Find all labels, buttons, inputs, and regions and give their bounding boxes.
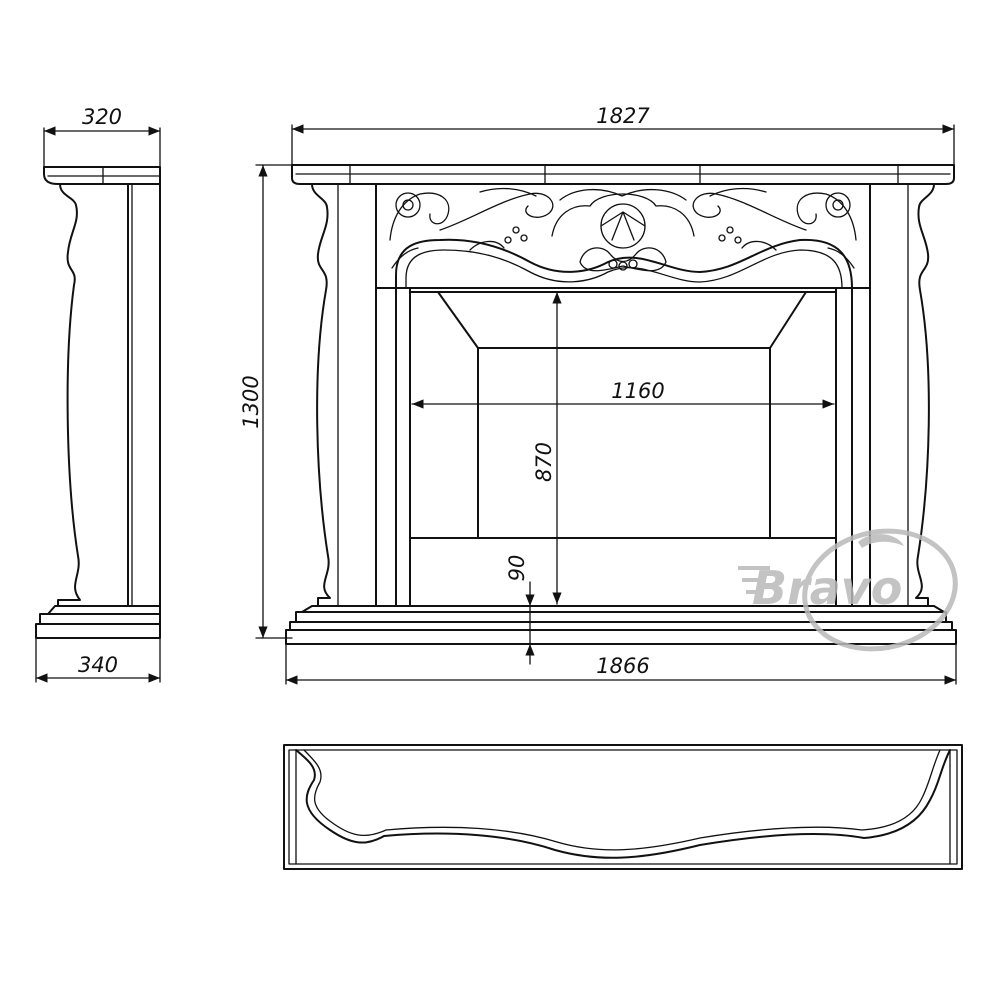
dimension-label-1160: 1160 (611, 379, 664, 403)
dimension-label-870: 870 (532, 442, 556, 482)
dimension-label-90: 90 (505, 555, 529, 582)
side-mantel-shelf (43, 166, 161, 185)
dimension-opening-width: 1160 (411, 379, 835, 409)
right-column (869, 183, 935, 607)
front-view (285, 164, 957, 645)
side-view (35, 166, 161, 639)
carved-frieze-panel (375, 183, 871, 289)
dimension-label-340: 340 (78, 653, 118, 677)
top-view (283, 744, 963, 870)
dimension-label-320: 320 (82, 105, 122, 129)
dimension-front-base: 1866 (285, 643, 957, 685)
dimension-overall-height: 1300 (239, 164, 293, 639)
ornament-carving (389, 187, 857, 272)
dimension-label-1827: 1827 (596, 104, 650, 128)
dimension-opening-height: 870 (532, 291, 562, 605)
dimension-label-1866: 1866 (596, 654, 649, 678)
side-leg-profile (57, 183, 161, 607)
watermark-brand-text: Bravo (752, 561, 902, 615)
firebox-interior (409, 291, 837, 539)
dimension-label-1300: 1300 (239, 375, 263, 428)
left-column (311, 183, 377, 607)
dimension-front-top: 1827 (291, 104, 955, 166)
bravo-watermark-logo: Bravo (738, 528, 958, 652)
dimension-hearth-height: 90 (505, 555, 535, 665)
dimension-side-base: 340 (35, 637, 161, 683)
side-plinth (35, 605, 161, 639)
dimension-side-top: 320 (43, 105, 161, 168)
firebox-surround (395, 287, 853, 607)
mantel-shelf (291, 164, 955, 185)
